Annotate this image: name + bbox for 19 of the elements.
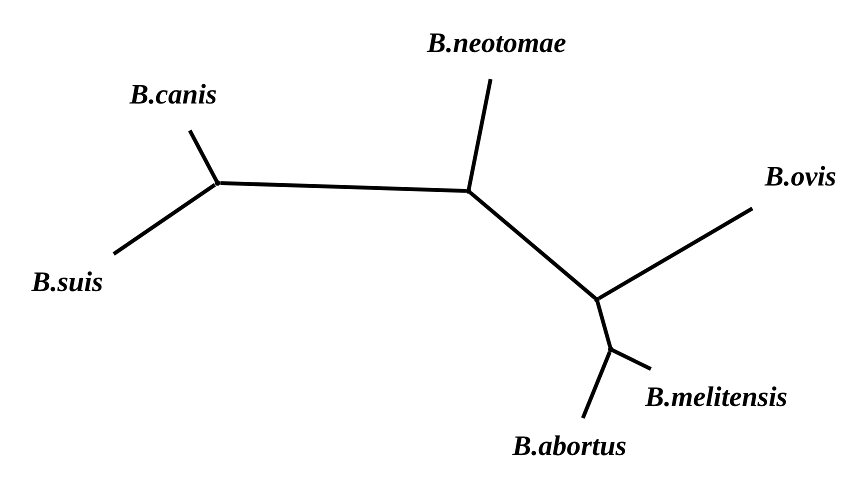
connector (612, 348, 652, 371)
node-text: B.neotomae (427, 28, 566, 60)
connector (596, 301, 612, 348)
connector (581, 351, 612, 419)
connector (188, 130, 218, 182)
connector (220, 181, 466, 193)
node-text: B.ovis (764, 161, 836, 192)
node-point (594, 296, 600, 302)
node-point (466, 188, 472, 194)
node-text: B.suis (31, 267, 104, 298)
connector (112, 183, 216, 256)
node-point (608, 346, 614, 352)
connector (466, 78, 492, 190)
node-text: B.canis (130, 80, 217, 111)
node-text: B.abortus (512, 430, 626, 462)
connector (469, 191, 596, 300)
node-text: B.melitensis (645, 382, 788, 413)
connector (598, 206, 754, 300)
node-point (214, 180, 220, 186)
